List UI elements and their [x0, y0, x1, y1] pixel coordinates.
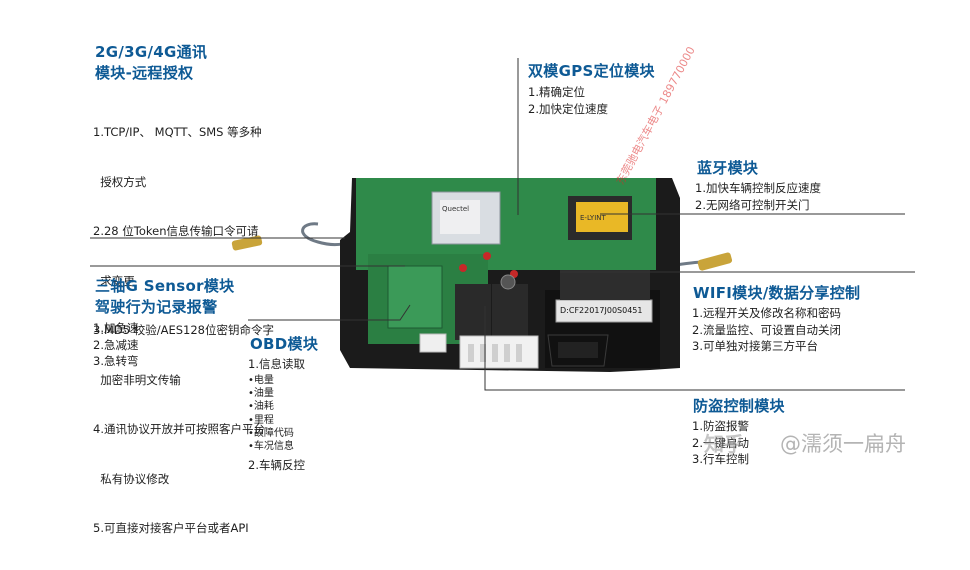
- comm-title-line2: 模块-远程授权: [95, 64, 194, 82]
- obd-port-inner: [558, 342, 598, 358]
- line-obd: [248, 304, 411, 321]
- list-item: •车况信息: [248, 441, 294, 453]
- obd-item-2: 2.车辆反控: [248, 458, 305, 472]
- relay-3: [560, 270, 650, 300]
- gps-module-list: 1.精确定位 2.加快定位速度: [528, 84, 608, 117]
- list-item: 2.无网络可控制开关门: [695, 197, 810, 212]
- bt-chip-label: E-LYINT: [580, 214, 606, 222]
- leader-lines: [90, 58, 915, 391]
- obd-item-1: 1.信息读取: [248, 357, 305, 371]
- antitheft-module-list: 1.防盗报警 2.一键启动 3.行车控制: [692, 418, 749, 468]
- wifi-module-list: 1.远程开关及修改名称和密码 2.流量监控、可设置自动关闭 3.可单独对接第三方…: [692, 305, 841, 355]
- watermark-site: 知乎: [704, 432, 744, 456]
- comm-title-line1: 2G/3G/4G通讯: [95, 43, 208, 61]
- bluetooth-module-title: 蓝牙模块: [697, 159, 759, 177]
- component-red-1: [459, 264, 467, 272]
- list-item: 5.可直接对接客户平台或者API: [93, 521, 249, 535]
- relay-2: [492, 284, 528, 340]
- obd-module-title: OBD模块: [250, 335, 319, 353]
- list-item: •电量: [248, 375, 274, 386]
- list-item: 私有协议修改: [93, 471, 170, 486]
- gsensor-module-title: 三轴G Sensor模块 驾驶行为记录报警: [95, 276, 234, 318]
- obd-sublist: •电量 •油量 •油耗 •里程 •故障代码 •车况信息: [248, 374, 294, 453]
- bluetooth-chip: [576, 202, 628, 232]
- list-item: 1.TCP/IP、 MQTT、SMS 等多种: [93, 125, 262, 139]
- list-item: 1.加快车辆控制反应速度: [695, 181, 821, 195]
- comm-module-title: 2G/3G/4G通讯 模块-远程授权: [95, 42, 207, 84]
- list-item: 2.急减速: [93, 337, 139, 352]
- small-connector: [419, 333, 447, 353]
- line-antitheft: [484, 306, 905, 391]
- list-item: 1.远程开关及修改名称和密码: [692, 306, 841, 320]
- list-item: 3.可单独对接第三方平台: [692, 339, 818, 353]
- capacitor: [500, 274, 516, 290]
- product-diagram: 东莞驰电汽车电子 189770000 2G/3G/4G通讯 模块-远程授权 1.…: [90, 42, 915, 535]
- relay-1: [455, 284, 491, 340]
- connector-pins: [468, 344, 522, 362]
- wifi-module-title: WIFI模块/数据分享控制: [693, 284, 861, 302]
- list-item: 2.一键启动: [692, 435, 749, 450]
- list-item: 加密非明文传输: [93, 372, 181, 387]
- list-item: •油量: [248, 388, 274, 400]
- watermark-author: @濡须一扁舟: [780, 432, 906, 456]
- list-item: 2.流量监控、可设置自动关闭: [692, 322, 841, 337]
- antitheft-module-title: 防盗控制模块: [693, 397, 785, 415]
- list-item: •故障代码: [248, 427, 294, 439]
- gsensor-title-line2: 驾驶行为记录报警: [95, 298, 218, 316]
- gsensor-board: [387, 265, 443, 329]
- gsensor-title-line1: 三轴G Sensor模块: [95, 277, 235, 295]
- device-illustration: [90, 58, 915, 391]
- gsensor-module-list: 1.加急速 2.急减速 3.急转弯: [93, 320, 138, 370]
- antenna-connector-left: [231, 235, 263, 251]
- list-item: 3.行车控制: [692, 452, 749, 466]
- list-item: 1.精确定位: [528, 85, 585, 99]
- list-item: •里程: [248, 414, 274, 426]
- list-item: 3.MD5 校验/AES128位密钥命令字: [93, 323, 274, 337]
- gps-chip: [440, 200, 480, 234]
- list-item: 4.通讯协议开放并可按照客户平台: [93, 422, 265, 436]
- list-item: 授权方式: [93, 174, 147, 189]
- relay-label: D:CF22017J00S0451: [560, 306, 643, 315]
- list-item: 3.急转弯: [93, 354, 139, 368]
- list-item: 2.加快定位速度: [528, 101, 608, 116]
- list-item: 求变更: [93, 273, 135, 288]
- list-item: 1.加急速: [93, 321, 139, 335]
- component-red-2: [483, 252, 491, 260]
- list-item: 1.防盗报警: [692, 419, 749, 433]
- gps-chip-label: Quectel: [442, 205, 470, 213]
- list-item: 2.28 位Token信息传输口令可请: [93, 224, 259, 238]
- list-item: •油耗: [248, 401, 274, 413]
- gps-module-title: 双模GPS定位模块: [528, 62, 655, 80]
- antenna-connector-right: [697, 252, 733, 271]
- bluetooth-module-list: 1.加快车辆控制反应速度 2.无网络可控制开关门: [695, 180, 821, 213]
